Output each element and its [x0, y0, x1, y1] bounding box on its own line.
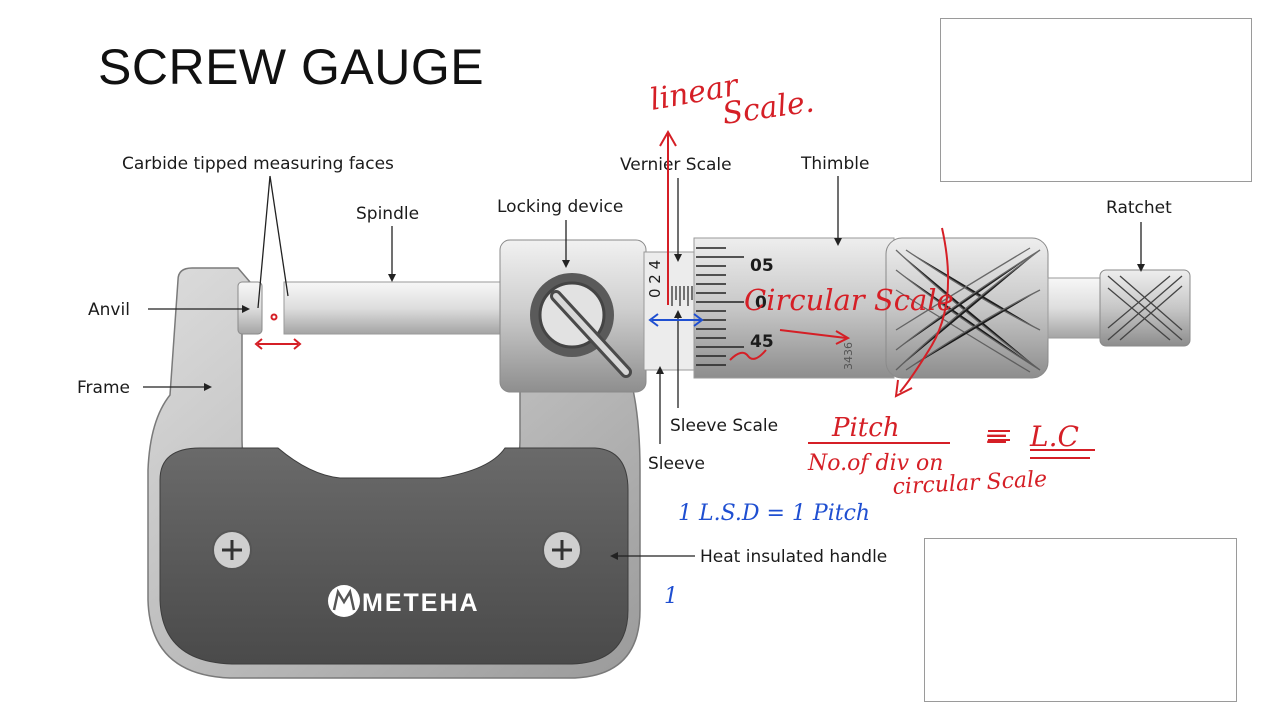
formula-equals: = [984, 421, 1009, 456]
label-heat-insulated-handle: Heat insulated handle [700, 547, 887, 567]
serial-number: 3436 [842, 342, 855, 370]
anvil [237, 281, 263, 335]
label-thimble: Thimble [800, 154, 869, 174]
heat-insulated-handle [159, 447, 629, 665]
formula-numerator: Pitch [831, 413, 900, 443]
circular-scale-ticks [696, 247, 744, 366]
annotation-circular-scale: Circular Scale [744, 283, 954, 317]
label-frame: Frame [77, 378, 130, 398]
ratchet-knurl-pattern [1107, 275, 1183, 341]
arrowheads [204, 238, 1145, 560]
red-ink-marks [254, 129, 1095, 459]
thimble-knurl-pattern [895, 247, 1041, 373]
label-spindle: Spindle [356, 204, 419, 224]
sleeve-scale-ticks [671, 286, 693, 306]
leader-lines [143, 175, 1142, 557]
spindle [283, 281, 507, 335]
sleeve-numbers: 0 2 4 [646, 260, 664, 298]
label-anvil: Anvil [88, 300, 130, 320]
blank-box-bottom-right [924, 538, 1237, 702]
locking-device-knob [530, 273, 632, 378]
label-sleeve-scale: Sleeve Scale [670, 416, 778, 436]
formula-denominator-line1: No.of div on [807, 451, 943, 476]
label-vernier-scale: Vernier Scale [620, 155, 732, 175]
annotation-stray-mark: 1 [664, 584, 678, 609]
ratchet-neck [1047, 277, 1105, 339]
brand-logo-text: METEHA [362, 589, 480, 617]
label-sleeve: Sleeve [648, 454, 705, 474]
blue-ink-marks [648, 313, 704, 327]
annotation-lsd-pitch: 1 L.S.D = 1 Pitch [678, 501, 870, 526]
thimble [693, 237, 895, 379]
page-title: SCREW GAUGE [98, 39, 485, 95]
sleeve [643, 251, 697, 371]
label-locking-device: Locking device [497, 197, 623, 217]
screw-left-icon [212, 530, 252, 570]
screw-right-icon [542, 530, 582, 570]
label-carbide-faces: Carbide tipped measuring faces [122, 154, 394, 174]
circular-scale-05: 05 [750, 256, 774, 276]
circular-scale-0: 0 [755, 293, 767, 313]
blank-box-top-right [940, 18, 1252, 182]
circular-scale-45: 45 [750, 332, 774, 352]
formula-result: L.C [1029, 420, 1079, 453]
brand-logo: METEHA [328, 585, 480, 617]
label-ratchet: Ratchet [1106, 198, 1172, 218]
